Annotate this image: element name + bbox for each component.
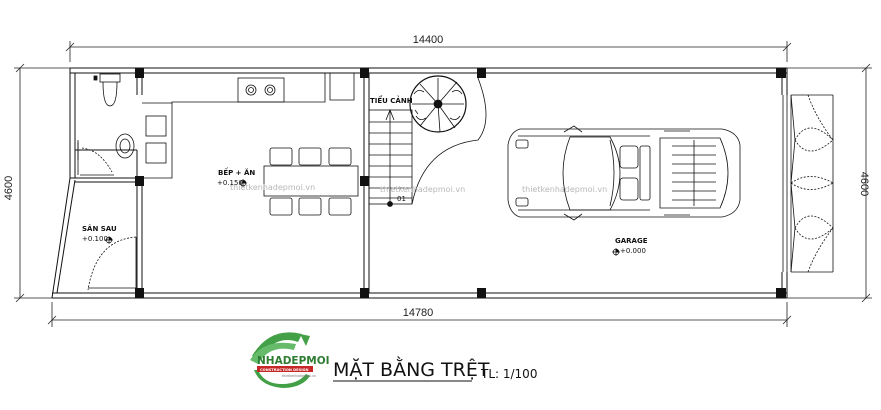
bottom-length-dimension: 14780: [403, 307, 434, 319]
drawing-scale: TL: 1/100: [480, 367, 537, 381]
logo-tagline: CONSTRUCTION DESIGN: [260, 368, 309, 372]
structural-columns: [135, 68, 786, 298]
front-folding-doors: [782, 94, 834, 273]
watermark-1: thietkenhadepmoi.vn: [230, 183, 315, 192]
garage-car: [507, 125, 741, 221]
logo-small-text: thietkenhadepmoi.vn: [282, 374, 316, 378]
kitchen-level: +0.150: [217, 179, 243, 187]
logo-name: NHADEPMOI: [257, 355, 330, 367]
stair: [368, 108, 413, 207]
back-yard-door: [87, 236, 137, 291]
left-width-dimension: 4600: [3, 176, 15, 200]
garage-label: GARAGE: [615, 237, 648, 245]
mini-garden-label: TIỂU CẢNH: [370, 95, 413, 105]
top-length-dimension: 14400: [413, 34, 444, 46]
right-width-dimension: 4600: [858, 172, 870, 196]
kitchen-dining-label: BẾP + ĂN: [218, 167, 255, 177]
drawing-title: MẶT BẰNG TRỆT: [333, 355, 490, 381]
back-yard-level: +0.100: [82, 235, 108, 243]
back-yard-level-marker: [105, 236, 113, 244]
garage-level-marker: [612, 248, 620, 256]
toilet-area: [77, 73, 135, 176]
garage-level: +0.000: [620, 247, 646, 255]
outer-walls: [51, 67, 788, 299]
mini-garden: [409, 75, 487, 205]
back-yard-label: SÂN SAU: [82, 224, 117, 233]
dining-table: [263, 147, 359, 216]
dimension-lines: [14, 41, 872, 327]
watermark-3: thietkenhadepmoi.vn: [522, 185, 607, 194]
kitchen-counter: [142, 73, 355, 179]
watermark-2: thietkenhadepmoi.vn: [380, 185, 465, 194]
kitchen-level-marker: [239, 179, 247, 187]
nhadepmoi-logo: NHADEPMOI CONSTRUCTION DESIGN thietkenha…: [250, 332, 330, 388]
stair-step-label: 01: [397, 195, 406, 203]
